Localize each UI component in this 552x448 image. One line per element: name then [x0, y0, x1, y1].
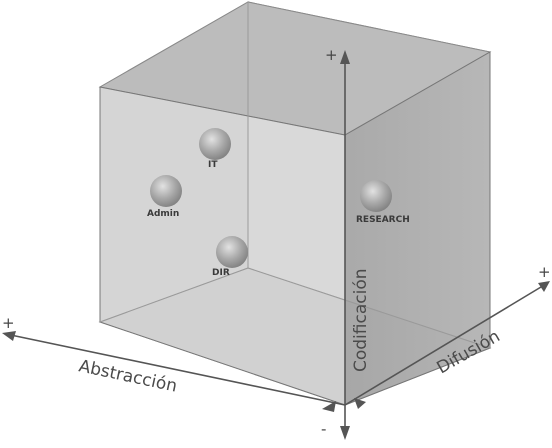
- node-research-sphere: [360, 180, 392, 212]
- codificacion-axis-arrowhead: [340, 50, 350, 64]
- abstraccion-axis-label: Abstracción: [77, 356, 179, 396]
- codificacion-plus-sign: +: [325, 46, 338, 64]
- codificacion-axis-label: Codificación: [351, 268, 371, 372]
- abstraccion-axis-arrowhead: [2, 331, 16, 341]
- node-admin-sphere: [150, 175, 182, 207]
- cube-hidden-edge: [247, 267, 491, 349]
- codificacion-origin-arrowhead: [340, 426, 350, 440]
- node-it-label: IT: [208, 160, 218, 170]
- node-admin-label: Admin: [147, 209, 179, 219]
- difusion-plus-sign: +: [538, 263, 551, 281]
- difusion-origin-arrowhead: [354, 398, 366, 409]
- origin-minus-sign: -: [321, 420, 326, 438]
- difusion-axis-arrowhead: [538, 281, 550, 292]
- difusion-axis-line: [344, 283, 547, 406]
- node-research-label: RESEARCH: [356, 215, 410, 225]
- abstraccion-plus-sign: +: [2, 314, 15, 332]
- abstraccion-axis-line: [5, 333, 346, 406]
- node-dir-sphere: [216, 236, 248, 268]
- node-it-sphere: [199, 128, 231, 160]
- cube-hidden-edge: [99, 267, 249, 323]
- node-dir-label: DIR: [212, 268, 230, 278]
- abstraccion-origin-arrowhead: [322, 401, 336, 412]
